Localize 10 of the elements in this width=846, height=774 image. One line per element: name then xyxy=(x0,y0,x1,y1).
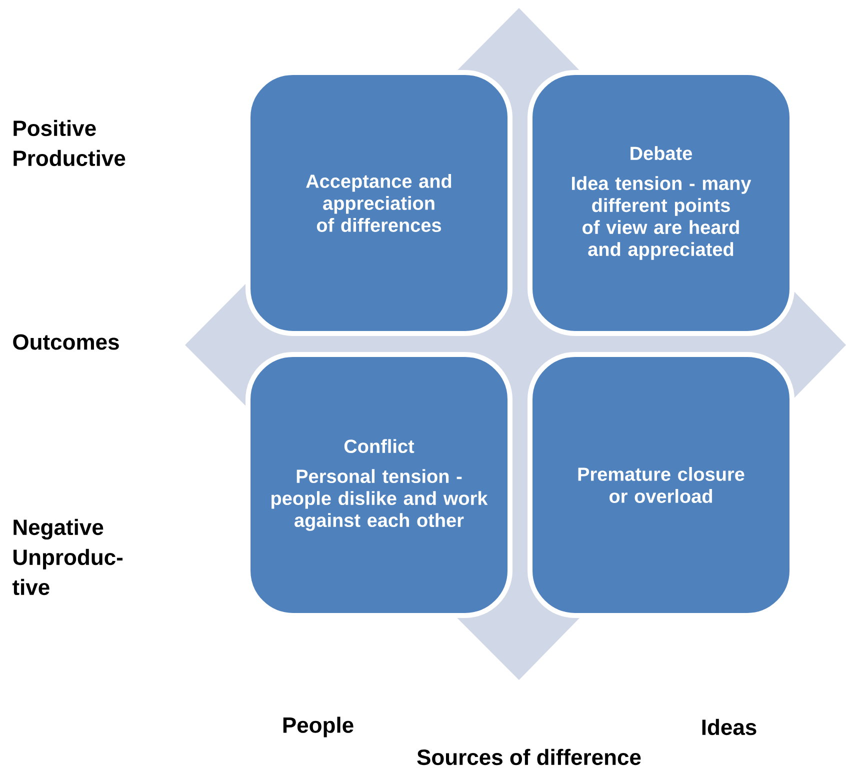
axis-label: Positive Productive xyxy=(14,120,126,166)
quadrant-box: Debate Idea tension - many different points of view are heard and appreciated xyxy=(528,70,794,336)
axis-label: Ideas xyxy=(702,718,756,736)
axis-label: People xyxy=(283,716,354,738)
quadrant-box: Conflict Personal tension - people dislike and work against each other xyxy=(246,352,512,618)
quadrant-box: Premature closure or overload xyxy=(528,352,794,618)
quadrant-box: Acceptance and appreciation of differences xyxy=(246,70,512,336)
axis-label: Negative Unproduc- tive xyxy=(12,518,123,596)
axis-label: Sources of difference xyxy=(417,748,641,766)
axis-label: Outcomes xyxy=(13,334,119,350)
